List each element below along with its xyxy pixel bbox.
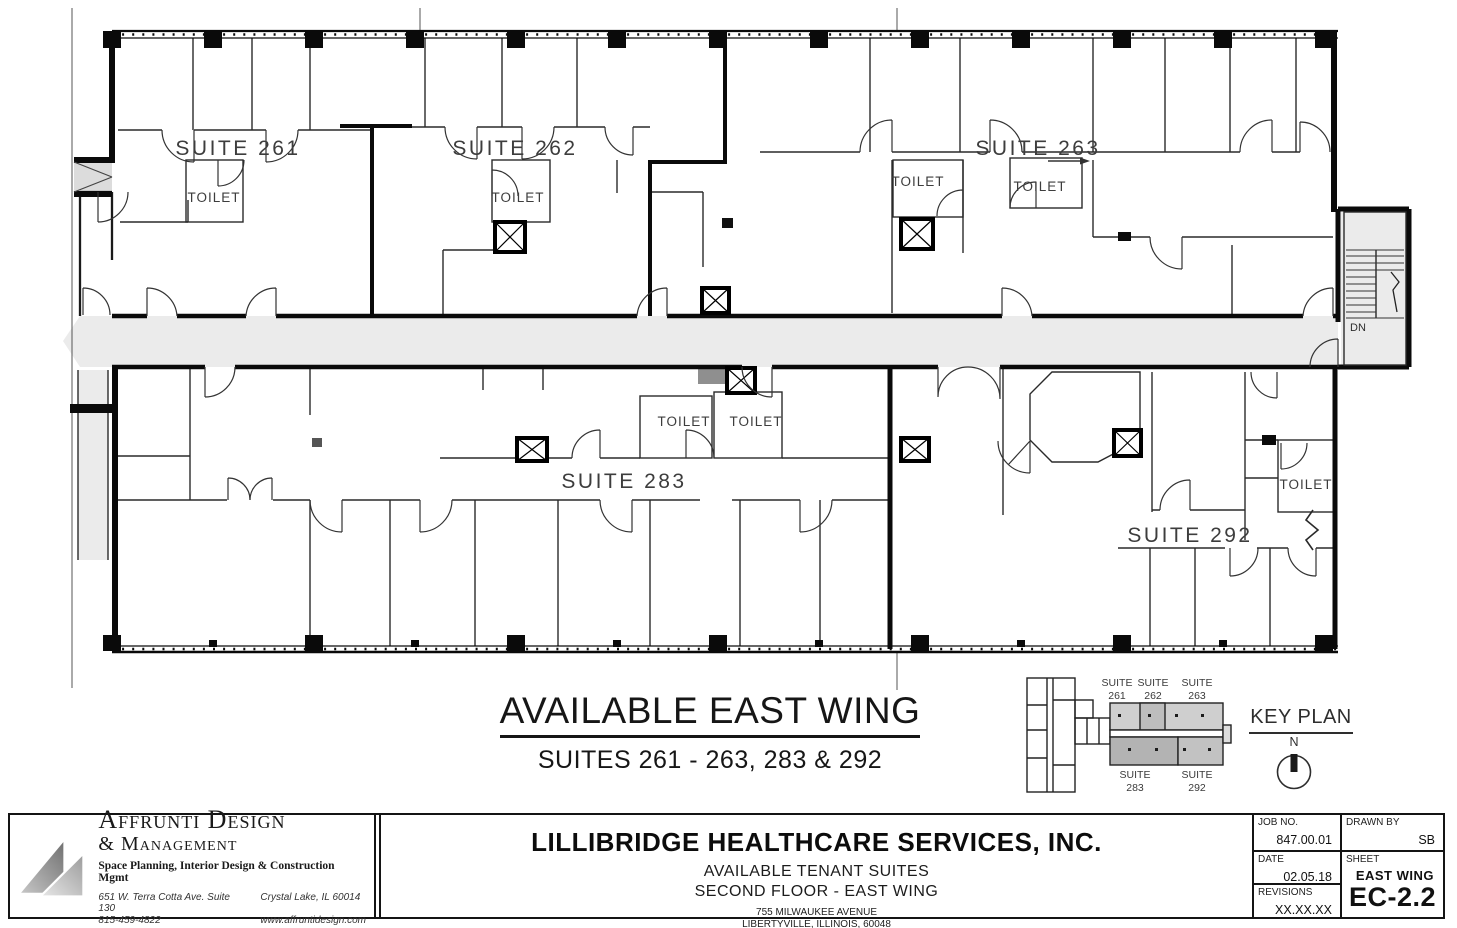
corridor-fill bbox=[63, 162, 1407, 560]
revisions-cell: REVISIONS XX.XX.XX bbox=[1254, 885, 1342, 919]
firm-name-line1: Affrunti Design bbox=[98, 804, 286, 834]
misc-marks bbox=[312, 218, 733, 447]
left-strip-fill bbox=[78, 370, 108, 560]
client-name: LILLIBRIDGE HEALTHCARE SERVICES, INC. bbox=[531, 827, 1102, 857]
toilet-label-283a: TOILET bbox=[657, 414, 710, 429]
grid-lines bbox=[71, 8, 898, 690]
kp-suite-283-l2: 283 bbox=[1126, 782, 1144, 794]
firm-logo bbox=[18, 837, 85, 898]
project-line2: SECOND FLOOR - EAST WING bbox=[694, 883, 939, 900]
stair-fill bbox=[1341, 212, 1407, 365]
job-number-label: JOB NO. bbox=[1258, 817, 1299, 828]
toilet-label-263b: TOILET bbox=[1013, 179, 1066, 194]
suite-262-label: SUITE 262 bbox=[452, 137, 577, 160]
project-address1: 755 MILWAUKEE AVENUE bbox=[756, 907, 877, 918]
kp-suite-261-l1: SUITE bbox=[1102, 677, 1133, 689]
suite-292-label: SUITE 292 bbox=[1127, 524, 1252, 547]
toilet-label-263a: TOILET bbox=[891, 174, 944, 189]
toilet-label-261: TOILET bbox=[187, 190, 240, 205]
firm-tagline: Space Planning, Interior Design & Constr… bbox=[98, 860, 335, 885]
drawing-title: AVAILABLE EAST WING SUITES 261 - 263, 28… bbox=[430, 690, 990, 775]
shaft-solid bbox=[698, 368, 728, 384]
north-needle bbox=[1290, 754, 1298, 772]
firm-text: Affrunti Design & Management Space Plann… bbox=[98, 804, 366, 927]
key-plan-labels: SUITE 261 SUITE 262 SUITE 263 SUITE 283 … bbox=[1102, 677, 1213, 794]
doors bbox=[82, 119, 1339, 577]
stair-dn-label: DN bbox=[1350, 322, 1366, 334]
medium-walls bbox=[78, 190, 114, 316]
suite-261-label: SUITE 261 bbox=[175, 137, 300, 160]
sheet-number: EC-2.2 bbox=[1348, 882, 1436, 912]
toilet-label-262: TOILET bbox=[491, 190, 544, 205]
suite-263-label: SUITE 263 bbox=[975, 137, 1100, 160]
kp-suite-292-l2: 292 bbox=[1188, 782, 1206, 794]
sheet-cell: SHEET EAST WING EC-2.2 bbox=[1342, 852, 1443, 919]
louver-fill bbox=[74, 162, 112, 192]
kp-suite-263-l1: SUITE bbox=[1182, 677, 1213, 689]
revisions-label: REVISIONS bbox=[1258, 887, 1313, 898]
title-heading: AVAILABLE EAST WING bbox=[499, 690, 921, 738]
wall-break-squiggle bbox=[1304, 509, 1320, 551]
date-cell: DATE 02.05.18 bbox=[1254, 852, 1342, 885]
north-arrow: N bbox=[1276, 735, 1312, 790]
stair-direction-arrow bbox=[1390, 271, 1400, 313]
toilet-label-283b: TOILET bbox=[729, 414, 782, 429]
louver-hatch bbox=[73, 161, 113, 193]
title-subheading: SUITES 261 - 263, 283 & 292 bbox=[537, 746, 883, 774]
title-block-meta: JOB NO. 847.00.01 DRAWN BY SB DATE 02.05… bbox=[1254, 815, 1443, 919]
key-plan: SUITE 261 SUITE 262 SUITE 263 SUITE 283 … bbox=[1015, 670, 1360, 808]
drawn-by-cell: DRAWN BY SB bbox=[1342, 815, 1443, 852]
suite-283-label: SUITE 283 bbox=[561, 470, 686, 493]
structural-walls bbox=[109, 31, 1412, 649]
firm-address: 651 W. Terra Cotta Ave. Suite 130 Crysta… bbox=[98, 892, 366, 926]
north-label: N bbox=[1289, 735, 1298, 749]
title-block-firm: Affrunti Design & Management Space Plann… bbox=[10, 806, 376, 926]
toilet-label-292: TOILET bbox=[1279, 477, 1332, 492]
sheet-label: SHEET bbox=[1346, 854, 1380, 865]
floor-plan-drawing: SUITE 261 SUITE 262 SUITE 263 SUITE 283 … bbox=[63, 8, 1412, 690]
drawn-by-label: DRAWN BY bbox=[1346, 817, 1400, 828]
kp-suite-262-l1: SUITE bbox=[1138, 677, 1169, 689]
date-value: 02.05.18 bbox=[1283, 870, 1332, 884]
kp-suite-261-l2: 261 bbox=[1108, 690, 1126, 702]
firm-street: 651 W. Terra Cotta Ave. Suite 130 bbox=[98, 892, 230, 915]
kp-suite-262-l2: 262 bbox=[1144, 690, 1162, 702]
firm-phone: 815-459-4822 bbox=[98, 915, 161, 927]
kp-suite-263-l2: 263 bbox=[1188, 690, 1206, 702]
project-address2: LIBERTYVILLE, ILLINOIS, 60048 bbox=[742, 919, 891, 928]
firm-name-line2: & Management bbox=[98, 833, 238, 856]
job-number-value: 847.00.01 bbox=[1276, 833, 1332, 847]
key-plan-map: SUITE 261 SUITE 262 SUITE 263 SUITE 283 … bbox=[1026, 677, 1232, 794]
date-label: DATE bbox=[1258, 854, 1284, 865]
firm-website: www.affruntidesign.com bbox=[260, 915, 366, 927]
key-plan-west-wing bbox=[1026, 677, 1111, 793]
shaft-boxes bbox=[493, 217, 1143, 463]
title-block: Affrunti Design & Management Space Plann… bbox=[8, 806, 1445, 928]
kp-suite-292-l1: SUITE bbox=[1182, 769, 1213, 781]
key-plan-east-wing bbox=[1109, 702, 1232, 766]
revisions-value: XX.XX.XX bbox=[1275, 903, 1332, 917]
job-number-cell: JOB NO. 847.00.01 bbox=[1254, 815, 1342, 852]
project-line1: AVAILABLE TENANT SUITES bbox=[703, 863, 930, 880]
kp-suite-283-l1: SUITE bbox=[1120, 769, 1151, 781]
title-block-project: LILLIBRIDGE HEALTHCARE SERVICES, INC. AV… bbox=[379, 815, 1254, 928]
sheet-name: EAST WING bbox=[1355, 868, 1434, 883]
plan-text: SUITE 261 SUITE 262 SUITE 263 SUITE 283 … bbox=[175, 137, 1366, 547]
columns bbox=[70, 31, 1333, 651]
firm-city: Crystal Lake, IL 60014 bbox=[260, 892, 361, 904]
stair-enclosure bbox=[1335, 206, 1412, 370]
key-plan-title: KEY PLAN bbox=[1249, 706, 1353, 734]
drawn-by-value: SB bbox=[1418, 833, 1435, 847]
stairs bbox=[1343, 211, 1407, 366]
key-plan-dots bbox=[1118, 714, 1211, 751]
